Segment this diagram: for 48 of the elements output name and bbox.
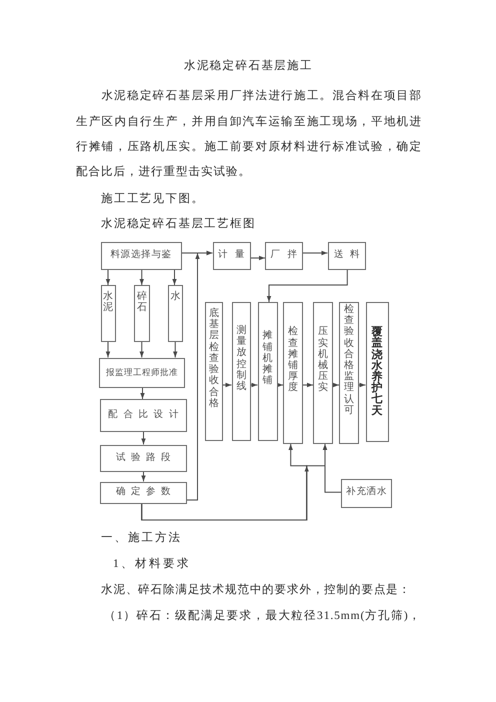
process-box: 摊铺机摊铺 (258, 302, 278, 441)
process-box: 水 (168, 285, 183, 342)
page-title: 水泥稳定碎石基层施工 (182, 58, 314, 74)
process-box: 压实机械压实 (313, 302, 333, 444)
subsection-heading: 1、材料要求 (113, 556, 191, 572)
process-box: 水泥 (100, 285, 116, 342)
arrow (222, 382, 232, 388)
arrow (140, 269, 144, 286)
process-box: 配合比设计 (100, 399, 187, 432)
process-box: 厂拌 (265, 242, 303, 270)
body-text: 施工工艺见下图。 (101, 192, 204, 206)
arrow (141, 431, 146, 445)
process-box: 补充洒水 (341, 478, 392, 508)
arrow (250, 256, 266, 260)
arrow (266, 269, 348, 302)
arrow (277, 382, 284, 388)
body-paragraph: 水泥稳定碎石基层采用厂拌法进行施工。混合料在项目部生产区内自行生产，并用自卸汽车运输至施工现场，平地机进行摊铺，压路机压实。施工前要对原材料进行标准试验，确定配合比后，进行重型击实试验。 (76, 88, 422, 180)
arrow (106, 269, 110, 286)
process-box: 报监理工程师批准 (99, 358, 185, 388)
arrow (172, 269, 177, 286)
section-heading: 一、施工方法 (101, 530, 182, 546)
process-box: 测量放控制线 (232, 302, 251, 441)
arrow (332, 382, 340, 388)
arrow (302, 250, 328, 256)
process-box: 碎石 (134, 285, 150, 342)
process-box: 检查摊铺厚度 (283, 302, 303, 444)
process-box: 送料 (328, 242, 366, 270)
process-box: 检查验收合格监理认可 (339, 302, 359, 444)
process-box: 覆盖浇水养护七天 (366, 302, 388, 442)
arrow (358, 382, 366, 388)
arrow (173, 342, 178, 358)
diagram-title: 水泥稳定碎石基层工艺框图 (101, 216, 256, 232)
arrow (250, 382, 258, 388)
body-text: 水泥、碎石除满足技术规范中的要求外，控制的要点是： (101, 582, 411, 598)
process-box: 确定参数 (100, 482, 187, 504)
process-box: 底基层检查验收合格 (205, 302, 223, 441)
process-box: 料源选择与鉴 (100, 242, 182, 270)
arrow (140, 387, 145, 400)
arrow (106, 342, 110, 358)
arrow (186, 252, 200, 500)
process-box: 试验路段 (100, 444, 187, 472)
process-box: 计量 (212, 242, 250, 270)
arrow (141, 472, 146, 482)
body-text: （1）碎石：级配满足要求，最大粒径31.5mm(方孔筛)， (104, 608, 422, 624)
arrow (302, 382, 314, 388)
arrow (141, 465, 309, 520)
arrow (140, 342, 144, 358)
arrow (322, 444, 342, 493)
